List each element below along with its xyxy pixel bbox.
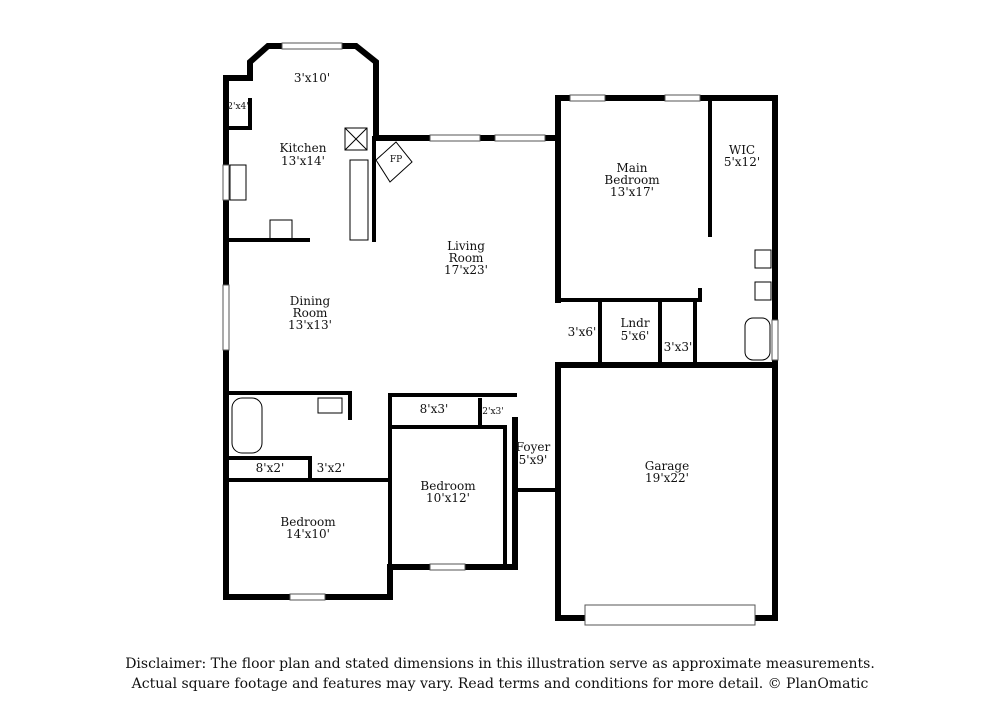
dining-size: 13'x13' xyxy=(288,318,332,332)
closet-3x3-label: 3'x3' xyxy=(664,340,693,354)
foyer-size: 5'x9' xyxy=(519,453,548,467)
vanity-sink xyxy=(754,281,772,301)
kitchen-label: Kitchen xyxy=(280,141,327,155)
window xyxy=(222,164,230,201)
refrigerator xyxy=(344,127,368,151)
window xyxy=(664,94,701,102)
living-label: Living xyxy=(447,239,485,253)
fireplace-label: FP xyxy=(390,155,402,165)
closet-3x6-label: 3'x6' xyxy=(568,325,597,339)
fireplace xyxy=(375,141,413,183)
bedroom-1-label: Bedroom xyxy=(280,515,336,529)
disclaimer-line-1: Disclaimer: The floor plan and stated di… xyxy=(125,656,875,672)
foyer-label: Foyer xyxy=(516,440,551,454)
garage-door xyxy=(584,604,756,626)
laundry-label: Lndr xyxy=(620,316,649,330)
floor-plan: 3'x10' 2'x4' Kitchen 13'x14' FP Living R… xyxy=(222,42,779,626)
pantry-label: 2'x4' xyxy=(227,102,248,112)
room-labels: 3'x10' 2'x4' Kitchen 13'x14' FP Living R… xyxy=(227,71,760,541)
bathroom-sink xyxy=(317,397,343,414)
window xyxy=(429,563,466,571)
window xyxy=(281,42,343,50)
window xyxy=(771,319,779,361)
window xyxy=(289,593,326,601)
dining-label: Dining xyxy=(290,294,331,308)
main-bedroom-size: 13'x17' xyxy=(610,185,654,199)
kitchen-island xyxy=(349,159,369,241)
vanity-sink xyxy=(754,249,772,269)
garage-size: 19'x22' xyxy=(645,471,689,485)
fixtures xyxy=(229,127,772,454)
window xyxy=(494,134,546,142)
closet-2x3-label: 2'x3' xyxy=(482,407,503,417)
living-label-2: Room xyxy=(449,251,484,265)
interior-walls xyxy=(224,96,712,599)
living-size: 17'x23' xyxy=(444,263,488,277)
closet-8x2-label: 8'x2' xyxy=(256,461,285,475)
dining-label-2: Room xyxy=(293,306,328,320)
bedroom-1-size: 14'x10' xyxy=(286,527,330,541)
bedroom-2-label: Bedroom xyxy=(420,479,476,493)
stove xyxy=(269,219,293,241)
window xyxy=(569,94,606,102)
nook-label: 3'x10' xyxy=(294,71,330,85)
closet-3x2-label: 3'x2' xyxy=(317,461,346,475)
window xyxy=(222,284,230,351)
shower-tub xyxy=(744,317,771,361)
bathtub xyxy=(231,397,263,454)
laundry-size: 5'x6' xyxy=(621,329,650,343)
bedroom-2-size: 10'x12' xyxy=(426,491,470,505)
garage-label: Garage xyxy=(645,459,689,473)
kitchen-sink xyxy=(229,164,247,201)
wic-size: 5'x12' xyxy=(724,155,760,169)
window xyxy=(429,134,481,142)
wic-label: WIC xyxy=(729,143,755,157)
disclaimer-line-2: Actual square footage and features may v… xyxy=(131,676,869,692)
kitchen-size: 13'x14' xyxy=(281,154,325,168)
windows xyxy=(222,42,779,626)
main-bedroom-label-2: Bedroom xyxy=(604,173,660,187)
closet-8x3-label: 8'x3' xyxy=(420,402,449,416)
main-bedroom-label: Main xyxy=(616,161,647,175)
